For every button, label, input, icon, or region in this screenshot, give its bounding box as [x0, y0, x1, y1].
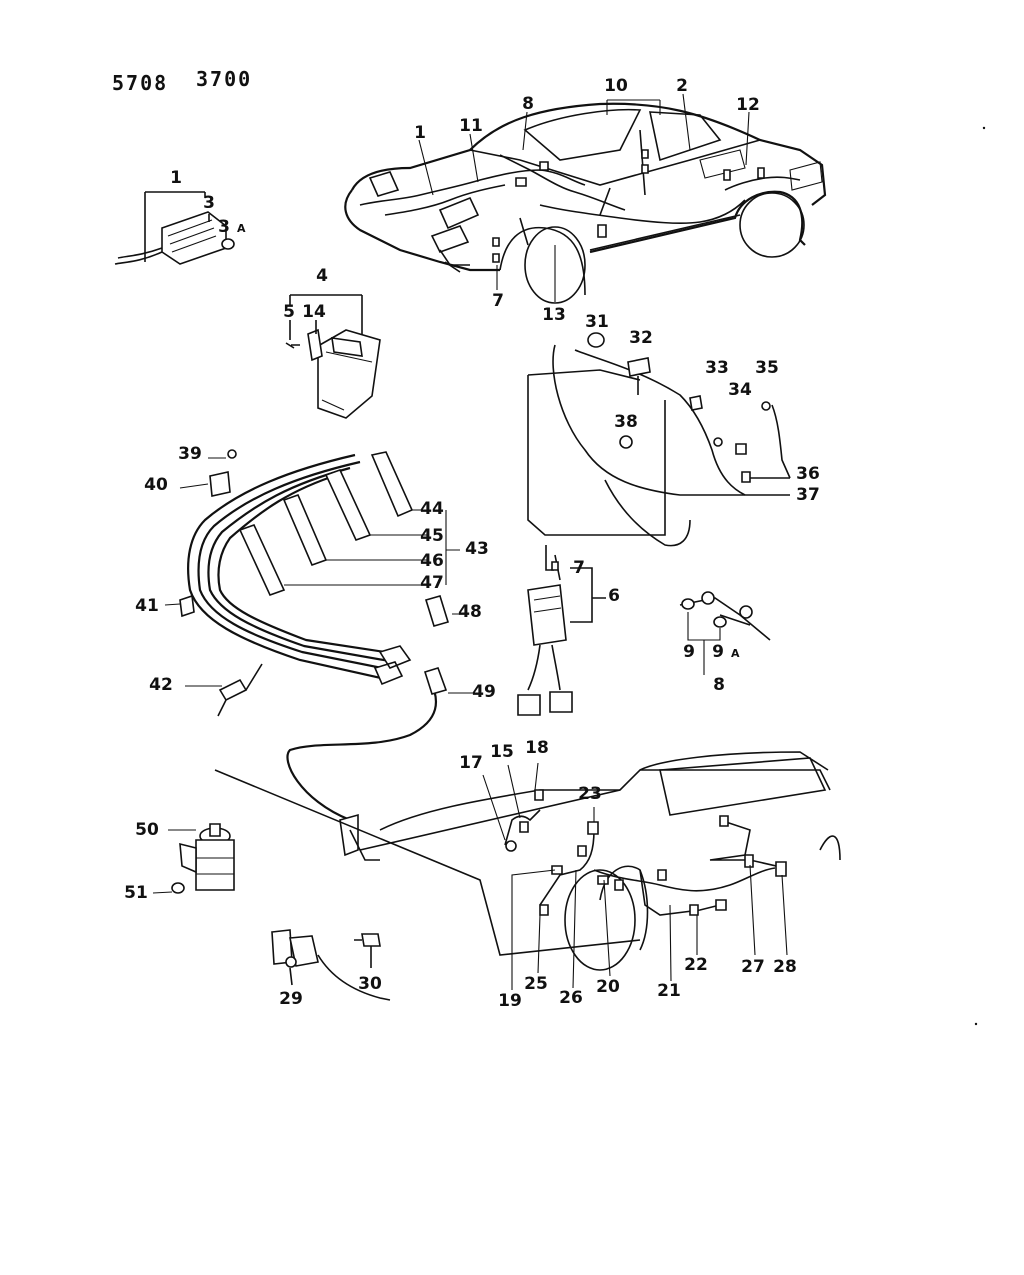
callout-l23: 23: [578, 784, 602, 804]
callout-l27: 27: [741, 957, 765, 977]
ignitor-module: [517, 545, 606, 716]
callout-l43: 43: [465, 539, 489, 559]
callout-l9: 9: [683, 642, 695, 662]
callout-l29: 29: [279, 989, 303, 1009]
callout-l28: 28: [773, 957, 797, 977]
callout-l10: 10: [604, 76, 628, 96]
callout-l14: 14: [302, 302, 326, 322]
sensor-harness: [679, 591, 771, 675]
callout-l2: 2: [676, 76, 688, 96]
switch-parts: [271, 929, 391, 1001]
leader-lines-ignition: [164, 457, 465, 687]
callout-l47: 47: [420, 573, 444, 593]
callout-l32: 32: [629, 328, 653, 348]
lower-car-body: [214, 751, 841, 971]
leader-lines-rear: [482, 762, 788, 990]
callout-l25: 25: [524, 974, 548, 994]
callout-l9a: 9: [712, 642, 724, 662]
callout-l15: 15: [490, 742, 514, 762]
callout-l3a: 3: [218, 217, 230, 237]
header-code-right: 3700: [196, 67, 252, 91]
callout-l17: 17: [459, 753, 483, 773]
callout-l11: 11: [459, 116, 483, 136]
callout-l35: 35: [755, 358, 779, 378]
callout-l49: 49: [472, 682, 496, 702]
callout-l48: 48: [458, 602, 482, 622]
callout-l36: 36: [796, 464, 820, 484]
callout-l20: 20: [596, 977, 620, 997]
callout-l41: 41: [135, 596, 159, 616]
callout-l12: 12: [736, 95, 760, 115]
callout-l19: 19: [498, 991, 522, 1011]
callout-l33: 33: [705, 358, 729, 378]
callout-l6: 6: [608, 586, 620, 606]
scan-dot: [982, 126, 986, 130]
callout-l50: 50: [135, 820, 159, 840]
control-unit-assembly: [114, 191, 235, 265]
leader-lines-top: [418, 93, 750, 302]
callout-l39: 39: [178, 444, 202, 464]
callout-suffix-l3a: A: [237, 222, 246, 235]
rear-harness: [504, 789, 787, 916]
callout-l7b: 7: [573, 558, 585, 578]
fuel-tank-assembly: [527, 332, 791, 547]
callout-l8b: 8: [713, 675, 725, 695]
callout-l34: 34: [728, 380, 752, 400]
ignition-coil: [152, 823, 235, 894]
callout-l7a: 7: [492, 291, 504, 311]
callout-l38: 38: [614, 412, 638, 432]
header-code-left: 5708: [112, 71, 168, 95]
main-harness: [359, 129, 801, 263]
callout-l44: 44: [420, 499, 444, 519]
callout-l18: 18: [525, 738, 549, 758]
callout-suffix-l9a: A: [731, 647, 740, 660]
cover-bracket-assembly: [285, 294, 381, 419]
callout-l37: 37: [796, 485, 820, 505]
callout-l8a: 8: [522, 94, 534, 114]
callout-l46: 46: [420, 551, 444, 571]
callout-l42: 42: [149, 675, 173, 695]
callout-l1a: 1: [170, 168, 182, 188]
callout-l22: 22: [684, 955, 708, 975]
callout-l21: 21: [657, 981, 681, 1001]
callout-l5: 5: [283, 302, 295, 322]
callout-l13: 13: [542, 305, 566, 325]
callout-l30: 30: [358, 974, 382, 994]
callout-l51: 51: [124, 883, 148, 903]
callout-l3: 3: [203, 193, 215, 213]
callout-l26: 26: [559, 988, 583, 1008]
callout-l31: 31: [585, 312, 609, 332]
ignition-cable-set: [179, 449, 450, 717]
callout-l40: 40: [144, 475, 168, 495]
scan-dot: [974, 1022, 978, 1026]
callout-l4: 4: [316, 266, 328, 286]
callout-l45: 45: [420, 526, 444, 546]
coil-cable: [286, 667, 476, 857]
callout-l1b: 1: [414, 123, 426, 143]
